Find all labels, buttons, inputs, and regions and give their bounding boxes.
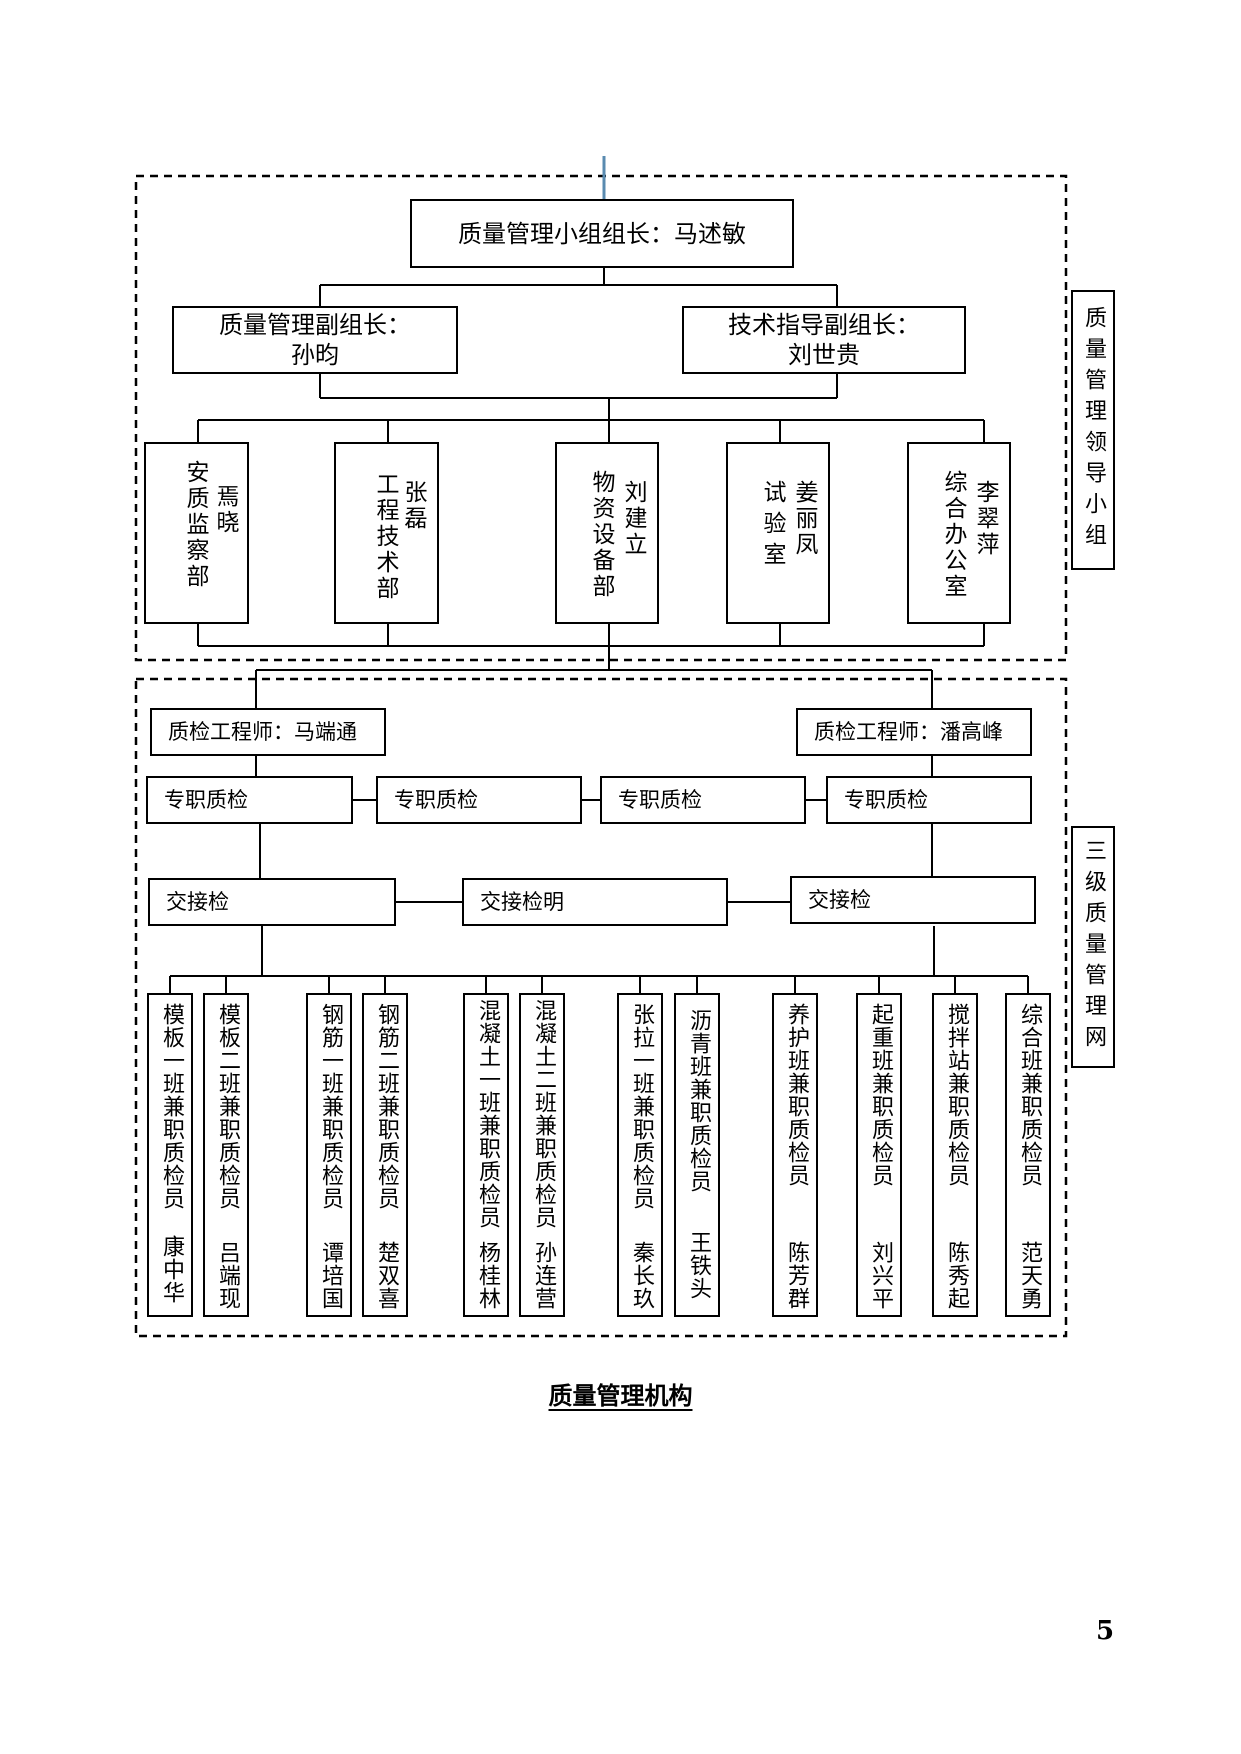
handover-inspection-box: 交接检	[148, 878, 396, 926]
qc-engineer-label: 质检工程师：潘高峰	[814, 720, 1003, 744]
full-time-inspector-label: 专职质检	[844, 788, 928, 812]
group-leader-box: 质量管理小组组长：马述敏	[410, 199, 794, 268]
team-inspector-box: 模板二班兼职质检员 吕端现	[203, 993, 249, 1317]
team-inspector-name: 谭培国	[318, 1241, 343, 1310]
full-time-inspector-box: 专职质检	[826, 776, 1032, 824]
handover-inspection-label: 交接检	[808, 888, 871, 912]
team-inspector-box: 起重班兼职质检员 刘兴平	[856, 993, 902, 1317]
qc-engineer-box-left: 质检工程师：马端通	[150, 708, 386, 756]
team-inspector-box: 综合班兼职质检员 范天勇	[1005, 993, 1051, 1317]
team-inspector-name: 陈芳群	[784, 1241, 809, 1310]
full-time-inspector-label: 专职质检	[394, 788, 478, 812]
team-inspector-box: 养护班兼职质检员 陈芳群	[772, 993, 818, 1317]
department-person: 焉晓	[212, 484, 238, 536]
department-name: 安质监察部	[182, 460, 208, 590]
handover-inspection-box: 交接检明	[462, 878, 728, 926]
team-inspector-box: 钢筋二班兼职质检员 楚双喜	[362, 993, 408, 1317]
team-inspector-name: 楚双喜	[374, 1241, 399, 1310]
team-inspector-role: 钢筋一班兼职质检员	[318, 1003, 343, 1210]
team-inspector-box: 模板一班兼职质检员 康中华	[147, 993, 193, 1317]
full-time-inspector-box: 专职质检	[376, 776, 582, 824]
team-inspector-box: 搅拌站兼职质检员 陈秀起	[932, 993, 978, 1317]
team-inspector-name: 秦长玖	[629, 1241, 654, 1310]
qc-engineer-label: 质检工程师：马端通	[168, 720, 357, 744]
figure-caption-text: 质量管理机构	[548, 1381, 693, 1410]
page-number: 5	[1096, 1616, 1115, 1646]
team-inspector-role: 混凝土二班兼职质检员	[531, 999, 556, 1229]
handover-inspection-box: 交接检	[790, 876, 1036, 924]
department-name: 综合办公室	[940, 470, 966, 600]
team-inspector-box: 沥青班兼职质检员 王铁头	[674, 993, 720, 1317]
team-inspector-role: 钢筋二班兼职质检员	[374, 1003, 399, 1210]
department-person: 姜丽凤	[791, 480, 817, 558]
department-box-safety-quality: 安质监察部 焉晓	[144, 442, 249, 624]
team-inspector-name: 陈秀起	[944, 1241, 969, 1310]
side-label-network-text: 三级质量管理网	[1081, 838, 1106, 1056]
group-leader-label: 质量管理小组组长：马述敏	[458, 219, 746, 248]
qc-engineer-box-right: 质检工程师：潘高峰	[796, 708, 1032, 756]
side-label-network: 三级质量管理网	[1071, 826, 1115, 1068]
deputy-name-label: 刘世贵	[788, 341, 860, 369]
deputy-name-label: 孙昀	[291, 341, 339, 369]
full-time-inspector-label: 专职质检	[164, 788, 248, 812]
team-inspector-role: 沥青班兼职质检员	[686, 1009, 711, 1193]
department-name: 物资设备部	[588, 470, 614, 600]
team-inspector-name: 刘兴平	[868, 1241, 893, 1310]
side-label-leadership: 质量管理领导小组	[1071, 290, 1115, 570]
team-inspector-box: 张拉一班兼职质检员 秦长玖	[617, 993, 663, 1317]
department-box-materials: 物资设备部 刘建立	[555, 442, 659, 624]
full-time-inspector-box: 专职质检	[146, 776, 353, 824]
department-person: 张磊	[400, 480, 426, 532]
network-group-border	[134, 677, 1068, 1338]
team-inspector-role: 混凝土一班兼职质检员	[475, 999, 500, 1229]
leadership-group-border	[134, 174, 1068, 662]
team-inspector-role: 起重班兼职质检员	[868, 1003, 893, 1187]
team-inspector-name: 范天勇	[1017, 1241, 1042, 1310]
team-inspector-role: 养护班兼职质检员	[784, 1003, 809, 1187]
full-time-inspector-label: 专职质检	[618, 788, 702, 812]
deputy-leader-quality-box: 质量管理副组长： 孙昀	[172, 306, 458, 374]
department-box-laboratory: 试验室 姜丽凤	[726, 442, 830, 624]
team-inspector-box: 混凝土二班兼职质检员 孙连营	[519, 993, 565, 1317]
team-inspector-box: 钢筋一班兼职质检员 谭培国	[306, 993, 352, 1317]
team-inspector-box: 混凝土一班兼职质检员 杨桂林	[463, 993, 509, 1317]
side-label-leadership-text: 质量管理领导小组	[1081, 306, 1106, 554]
department-person: 刘建立	[620, 480, 646, 558]
handover-inspection-label: 交接检	[166, 890, 229, 914]
team-inspector-role: 模板一班兼职质检员	[159, 1003, 184, 1210]
team-inspector-role: 搅拌站兼职质检员	[944, 1003, 969, 1187]
department-name: 工程技术部	[372, 472, 398, 602]
department-name: 试验室	[759, 480, 785, 573]
handover-inspection-label: 交接检明	[480, 890, 564, 914]
deputy-role-label: 质量管理副组长：	[219, 311, 411, 339]
team-inspector-name: 杨桂林	[475, 1241, 500, 1310]
figure-caption: 质量管理机构	[0, 1376, 1241, 1411]
department-box-general-office: 综合办公室 李翠萍	[907, 442, 1011, 624]
team-inspector-role: 张拉一班兼职质检员	[629, 1003, 654, 1210]
deputy-role-label: 技术指导副组长：	[728, 311, 920, 339]
team-inspector-name: 康中华	[159, 1235, 184, 1304]
full-time-inspector-box: 专职质检	[600, 776, 806, 824]
team-inspector-name: 孙连营	[531, 1241, 556, 1310]
deputy-leader-technical-box: 技术指导副组长： 刘世贵	[682, 306, 966, 374]
team-inspector-name: 王铁头	[686, 1231, 711, 1300]
department-person: 李翠萍	[972, 480, 998, 558]
team-inspector-role: 模板二班兼职质检员	[215, 1003, 240, 1210]
department-box-engineering: 工程技术部 张磊	[334, 442, 439, 624]
team-inspector-role: 综合班兼职质检员	[1017, 1003, 1042, 1187]
team-inspector-name: 吕端现	[215, 1241, 240, 1310]
